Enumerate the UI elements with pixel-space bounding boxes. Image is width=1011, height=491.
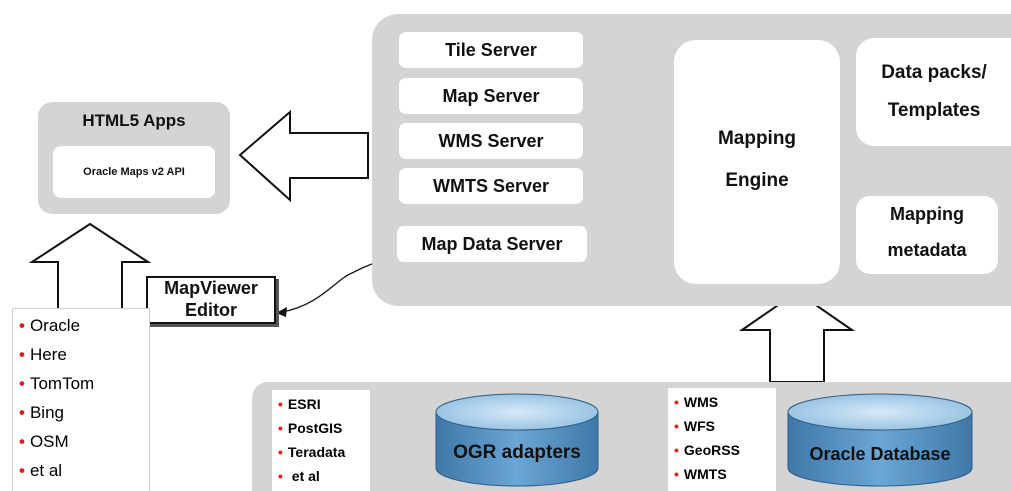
arrow-up-providers [28,222,152,311]
mapping-engine-line1: Mapping [717,128,797,149]
source-item: •WMTS [674,466,727,482]
oracle-db-cylinder [787,393,973,487]
oracle-maps-api: Oracle Maps v2 API [53,146,215,198]
editor-connector [281,261,379,313]
html5-apps-title: HTML5 Apps [82,111,186,130]
provider-item: •Bing [19,402,64,422]
mapviewer-editor-line2: Editor [185,300,237,320]
mapping-metadata-line1: Mapping [890,204,964,224]
html5-apps-panel: HTML5 Apps Oracle Maps v2 API [38,102,230,214]
wmts-server: WMTS Server [399,168,583,204]
data-packs-line2: Templates [887,100,981,121]
source-item: •GeoRSS [674,442,740,458]
sources-right-list: •WMS •WFS •GeoRSS •WMTS [668,388,776,491]
map-data-server: Map Data Server [397,226,587,262]
source-item: • et al [278,468,320,484]
source-item: •ESRI [278,396,321,412]
provider-item: •Here [19,344,67,364]
mapping-engine-line2: Engine [725,170,789,191]
sources-left-list: •ESRI •PostGIS •Teradata • et al [272,390,370,491]
mapviewer-editor: MapViewer Editor [146,276,276,324]
provider-item: •OSM [19,431,69,451]
provider-item: •et al [19,460,63,480]
ogr-adapters-label: OGR adapters [453,442,581,463]
source-item: •PostGIS [278,420,343,436]
providers-list: •Oracle •Here •TomTom •Bing •OSM •et al [12,308,150,491]
source-item: •WFS [674,418,716,434]
mapviewer-editor-line1: MapViewer [164,278,258,298]
data-packs-line1: Data packs/ [881,62,987,83]
ogr-cylinder [435,393,599,487]
mapping-metadata: Mapping metadata [856,196,998,274]
tile-server: Tile Server [399,32,583,68]
provider-item: •TomTom [19,373,95,393]
source-item: •Teradata [278,444,346,460]
mapping-engine: Mapping Engine [674,40,840,284]
data-packs: Data packs/ Templates [856,38,1011,146]
source-item: •WMS [674,394,719,410]
oracle-database-label: Oracle Database [809,444,951,464]
wms-server: WMS Server [399,123,583,159]
mapping-metadata-line2: metadata [887,240,967,260]
provider-item: •Oracle [19,315,81,335]
map-server: Map Server [399,78,583,114]
arrow-to-html5 [238,109,369,203]
